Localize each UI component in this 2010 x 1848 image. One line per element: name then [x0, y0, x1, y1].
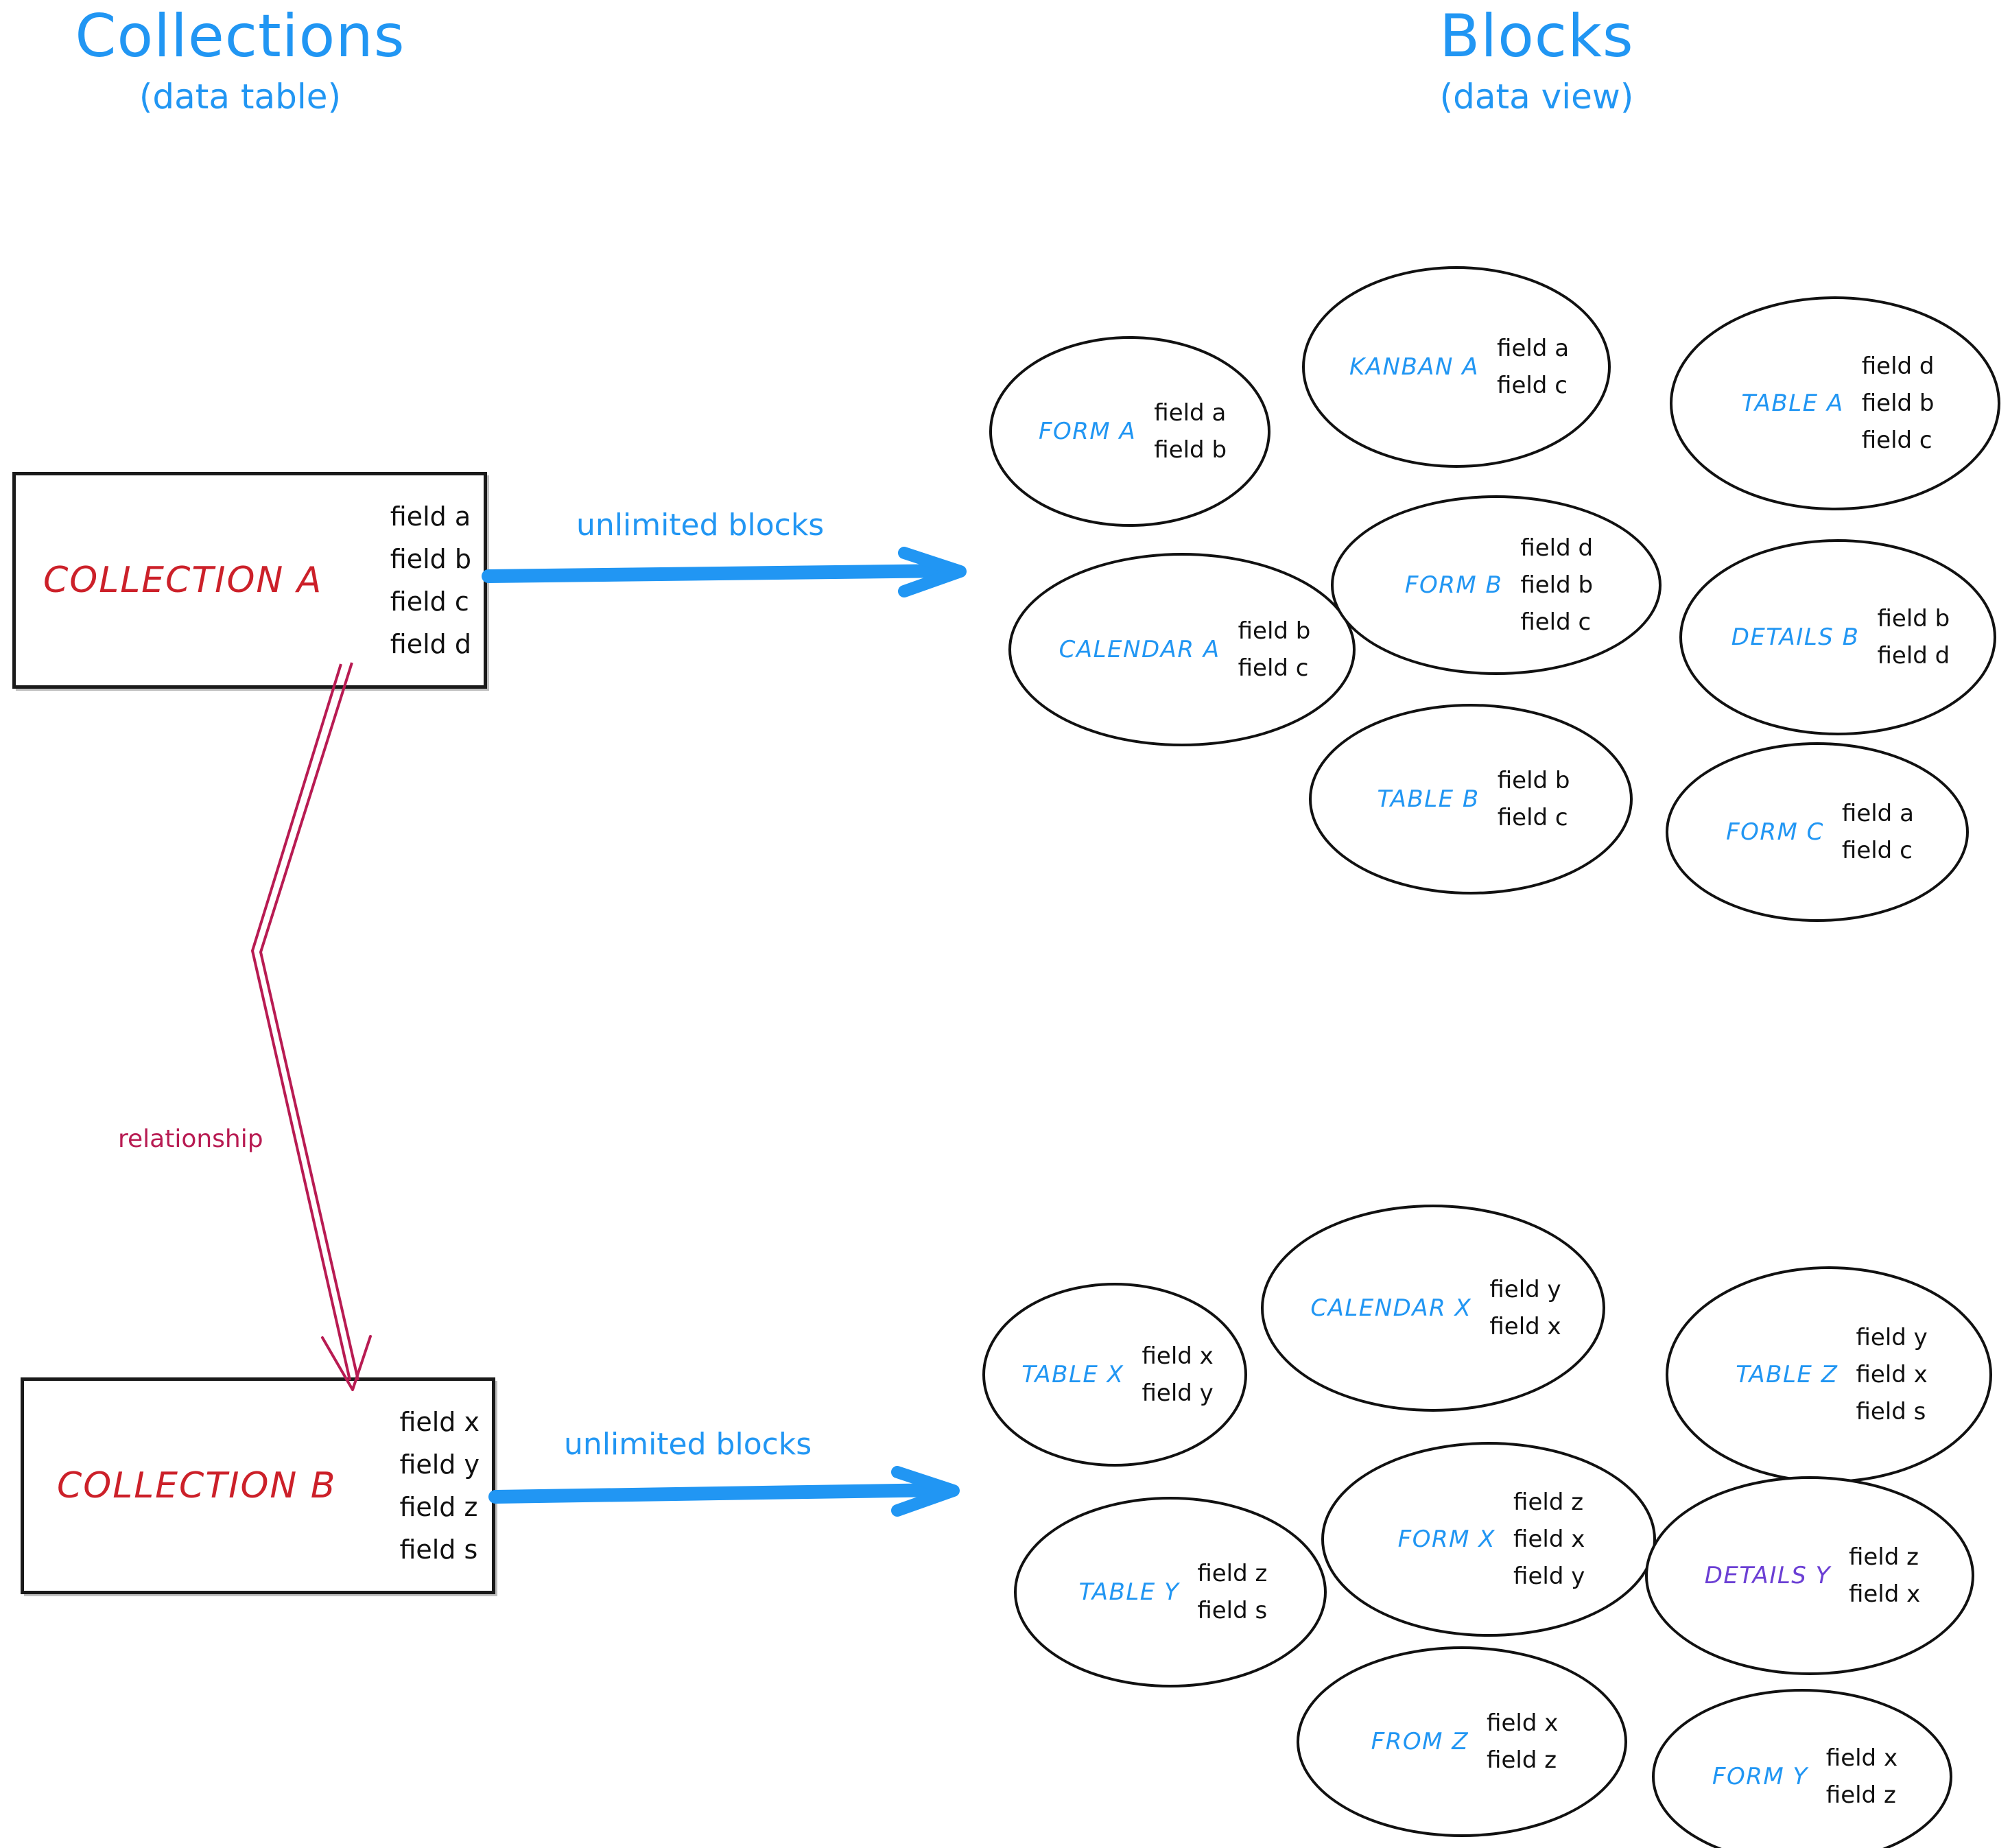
block-form-a[interactable]: FORM A field a field b — [989, 336, 1270, 527]
block-table-z[interactable]: TABLE Z field y field x field s — [1666, 1266, 1992, 1483]
block-field: field x — [1513, 1526, 1585, 1553]
block-field: field b — [1520, 571, 1594, 599]
collection-b-name: COLLECTION B — [57, 1465, 337, 1506]
blocks-title: Blocks — [1439, 2, 1634, 71]
block-field: field b — [1861, 390, 1935, 417]
block-table-x[interactable]: TABLE X field x field y — [982, 1283, 1247, 1467]
block-label: CALENDAR A — [1059, 636, 1220, 663]
collection-a-field: field b — [390, 544, 471, 574]
block-label: TABLE Z — [1736, 1361, 1838, 1388]
block-calendar-a[interactable]: CALENDAR A field b field c — [1008, 553, 1356, 746]
collections-subtitle: (data table) — [139, 77, 342, 117]
block-field: field z — [1487, 1746, 1557, 1774]
collection-a-fields: field a field b field c field d — [390, 501, 471, 659]
block-field: field x — [1487, 1709, 1559, 1737]
block-field: field x — [1848, 1580, 1921, 1608]
blocks-subtitle: (data view) — [1439, 77, 1634, 117]
block-calendar-x[interactable]: CALENDAR X field y field x — [1261, 1205, 1605, 1412]
block-field: field c — [1520, 608, 1592, 636]
block-field: field d — [1877, 642, 1950, 670]
block-field: field z — [1848, 1543, 1919, 1571]
collection-b-field: field x — [399, 1407, 480, 1437]
relationship-label: relationship — [118, 1125, 263, 1153]
collection-a-box[interactable]: COLLECTION A field a field b field c fie… — [12, 472, 487, 689]
collection-b-box[interactable]: COLLECTION B field x field y field z fie… — [21, 1377, 495, 1594]
blocks-heading: Blocks (data view) — [1351, 7, 1722, 114]
block-label: FORM B — [1404, 571, 1503, 599]
block-label: TABLE A — [1741, 390, 1844, 417]
block-label: DETAILS Y — [1704, 1562, 1831, 1589]
block-label: DETAILS B — [1731, 624, 1860, 651]
block-field: field z — [1197, 1560, 1268, 1587]
block-label: FORM Y — [1712, 1763, 1808, 1790]
block-field: field s — [1197, 1597, 1268, 1624]
block-field: field d — [1861, 353, 1935, 380]
block-field: field z — [1513, 1489, 1584, 1516]
block-table-b[interactable]: TABLE B field b field c — [1309, 704, 1633, 895]
block-from-z[interactable]: FROM Z field x field z — [1297, 1646, 1627, 1837]
collections-heading: Collections (data table) — [55, 7, 425, 114]
block-field: field z — [1825, 1781, 1896, 1809]
block-field: field b — [1877, 605, 1950, 632]
block-form-x[interactable]: FORM X field z field x field y — [1321, 1442, 1656, 1637]
block-field: field x — [1142, 1342, 1214, 1370]
block-field: field a — [1154, 399, 1227, 427]
block-form-b[interactable]: FORM B field d field b field c — [1331, 495, 1662, 675]
block-field: field x — [1825, 1744, 1898, 1772]
block-label: TABLE B — [1377, 785, 1480, 813]
block-label: FORM X — [1397, 1526, 1496, 1553]
relationship-connector — [251, 662, 372, 1391]
block-field: field x — [1856, 1361, 1928, 1388]
block-field: field a — [1841, 800, 1914, 827]
block-field: field d — [1520, 534, 1594, 562]
block-field: field a — [1497, 335, 1570, 362]
collection-b-field: field s — [399, 1535, 478, 1565]
block-label: FROM Z — [1371, 1728, 1469, 1755]
collection-b-field: field y — [399, 1449, 480, 1480]
block-field: field c — [1861, 427, 1932, 454]
block-field: field c — [1497, 372, 1568, 399]
block-table-y[interactable]: TABLE Y field z field s — [1014, 1497, 1327, 1687]
block-label: TABLE Y — [1078, 1578, 1180, 1606]
block-label: FORM C — [1726, 818, 1824, 846]
block-label: FORM A — [1038, 418, 1137, 445]
collection-a-field: field d — [390, 629, 471, 659]
block-field: field s — [1856, 1398, 1926, 1425]
collection-b-fields: field x field y field z field s — [399, 1407, 480, 1565]
collection-a-name: COLLECTION A — [43, 560, 323, 601]
block-field: field y — [1142, 1379, 1214, 1407]
block-field: field b — [1497, 767, 1570, 794]
block-field: field y — [1489, 1276, 1561, 1303]
arrow-b-label: unlimited blocks — [564, 1427, 812, 1462]
block-details-b[interactable]: DETAILS B field b field d — [1679, 539, 1996, 735]
block-label: KANBAN A — [1349, 353, 1480, 381]
arrow-unlimited-blocks-a — [482, 547, 967, 597]
block-label: TABLE X — [1021, 1361, 1124, 1388]
collections-title: Collections — [75, 2, 405, 71]
collection-a-field: field a — [390, 501, 471, 532]
block-field: field c — [1497, 804, 1568, 831]
block-field: field y — [1856, 1324, 1928, 1351]
block-field: field y — [1513, 1563, 1585, 1590]
block-label: CALENDAR X — [1310, 1294, 1472, 1322]
arrow-a-label: unlimited blocks — [576, 508, 825, 543]
block-field: field c — [1238, 654, 1309, 682]
block-field: field b — [1238, 617, 1311, 645]
collection-a-field: field c — [390, 587, 469, 617]
block-field: field x — [1489, 1313, 1561, 1340]
block-form-c[interactable]: FORM C field a field c — [1666, 742, 1969, 922]
arrow-unlimited-blocks-b — [488, 1466, 960, 1517]
block-kanban-a[interactable]: KANBAN A field a field c — [1302, 266, 1611, 468]
block-field: field b — [1154, 436, 1227, 464]
collection-b-field: field z — [399, 1492, 478, 1522]
block-field: field c — [1841, 837, 1913, 864]
block-form-y[interactable]: FORM Y field x field z — [1652, 1689, 1952, 1848]
block-table-a[interactable]: TABLE A field d field b field c — [1670, 296, 2000, 510]
block-details-y[interactable]: DETAILS Y field z field x — [1645, 1476, 1974, 1675]
